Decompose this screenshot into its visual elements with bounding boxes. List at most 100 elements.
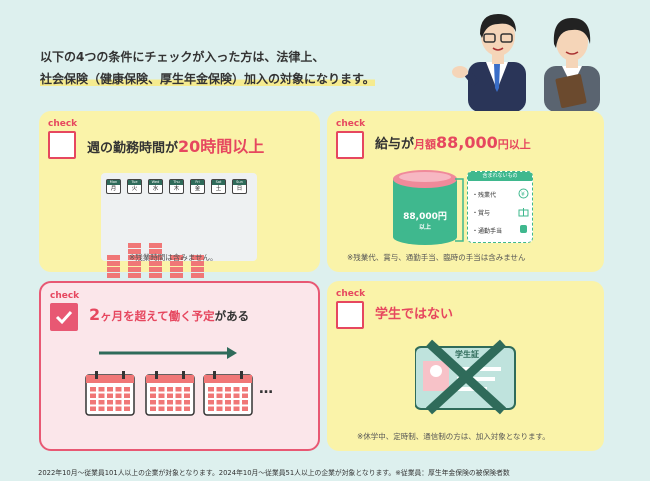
hour-block <box>128 261 141 266</box>
excluded-item: ・賞与 <box>472 210 491 217</box>
weekly-hours-calendar: Mon月4hTue火6hWed水6hThu木4hFri金4hSat土0hSun日… <box>101 173 257 297</box>
duration-title-suffix: がある <box>214 309 250 323</box>
salary-note: ※残業代、賞与、通勤手当、臨時の手当は含みません <box>347 253 526 262</box>
check-icon <box>55 310 73 325</box>
hours-title-prefix: 週の勤務時間が <box>87 141 179 156</box>
hour-block <box>149 267 162 272</box>
day-en: Mon <box>107 180 120 185</box>
salary-badge: 88,000円 以上 <box>389 209 461 231</box>
hour-block <box>191 267 204 272</box>
salary-condition-card: check 給与が月額88,000円以上 88,000円 以上 含まれないもの … <box>327 111 604 272</box>
student-note: ※休学中、定時制、通信制の方は、加入対象となります。 <box>357 432 550 441</box>
duration-title-main: ヶ月を超えて働く予定 <box>100 309 215 323</box>
day-en: Wed <box>149 180 162 185</box>
hour-block <box>170 261 183 266</box>
ellipsis: … <box>259 381 273 397</box>
day-jp: 日 <box>236 186 243 192</box>
intro-line-2: 社会保険（健康保険、厚生年金保険）加入の対象になります。 <box>40 72 375 86</box>
excluded-title: 含まれないもの <box>468 172 532 181</box>
hour-block <box>128 243 141 248</box>
duration-condition-card: check 2ヶ月を超えて働く予定がある … <box>39 281 320 451</box>
hour-block <box>149 243 162 248</box>
hour-block <box>149 261 162 266</box>
day-jp: 金 <box>194 186 201 192</box>
woman-illustration <box>544 18 600 112</box>
svg-text:¥: ¥ <box>521 191 525 198</box>
hours-checkbox[interactable] <box>48 131 76 159</box>
intro-line-1: 以下の4つの条件にチェックが入った方は、法律上、 <box>40 50 325 64</box>
salary-badge-amount: 88,000円 <box>403 212 447 222</box>
hour-block <box>149 249 162 254</box>
excluded-item: ・残業代 <box>472 192 497 199</box>
hour-block <box>191 261 204 266</box>
salary-checkbox[interactable] <box>336 131 364 159</box>
day-jp: 火 <box>131 186 138 192</box>
student-card-label: 学生証 <box>455 350 479 359</box>
hour-block <box>107 267 120 272</box>
gift-icon <box>518 208 529 217</box>
hours-title: 週の勤務時間が20時間以上 <box>87 133 264 157</box>
day-en: Tue <box>128 180 141 185</box>
duration-months: 2 <box>89 305 101 324</box>
check-label: check <box>336 119 366 129</box>
hour-block <box>149 255 162 260</box>
calendar-icon <box>145 371 195 416</box>
salary-badge-label: 以上 <box>418 224 431 231</box>
hour-block <box>191 255 204 260</box>
day-jp: 土 <box>215 186 222 192</box>
day-jp: 月 <box>110 186 117 192</box>
check-label: check <box>336 289 366 299</box>
hour-block <box>128 273 141 278</box>
train-icon <box>520 225 527 233</box>
hour-block <box>128 255 141 260</box>
day-en: Thu <box>170 180 183 185</box>
yen-icon: ¥ <box>518 188 529 199</box>
day-en: Fri <box>191 180 204 185</box>
day-jp: 木 <box>173 186 180 192</box>
hour-block <box>170 267 183 272</box>
student-title-text: 学生ではない <box>375 307 454 322</box>
salary-title: 給与が月額88,000円以上 <box>375 133 531 152</box>
excluded-item: ・通勤手当 <box>472 228 503 235</box>
hour-block <box>149 273 162 278</box>
calendar-icon <box>85 371 135 416</box>
hour-block <box>128 267 141 272</box>
hours-title-emphasis: 20時間以上 <box>178 137 265 156</box>
hour-block <box>128 249 141 254</box>
man-illustration <box>452 14 526 112</box>
excluded-items-box: 含まれないもの ・残業代 ・賞与 ・通勤手当 ¥ <box>467 171 533 243</box>
hour-block <box>170 273 183 278</box>
intro-text: 以下の4つの条件にチェックが入った方は、法律上、 社会保険（健康保険、厚生年金保… <box>40 46 375 90</box>
student-title: 学生ではない <box>375 303 453 322</box>
day-en: Sat <box>212 180 225 185</box>
hour-block <box>191 273 204 278</box>
day-jp: 水 <box>152 186 159 192</box>
salary-title-suffix: 円以上 <box>497 138 531 151</box>
office-workers-illustration <box>452 14 600 112</box>
hour-block <box>107 261 120 266</box>
hours-note: ※残業時間は含みません。 <box>129 253 218 262</box>
student-checkbox[interactable] <box>336 301 364 329</box>
day-en: Sun <box>233 180 246 185</box>
salary-title-prefix: 給与が <box>375 137 415 152</box>
salary-amount: 88,000 <box>436 133 498 152</box>
bracket-connector <box>455 178 464 242</box>
calendar-icon <box>203 371 253 416</box>
arrow-right-icon <box>99 347 237 359</box>
check-label: check <box>50 291 80 301</box>
duration-checkbox[interactable] <box>50 303 78 331</box>
hour-block <box>170 255 183 260</box>
salary-title-monthly: 月額 <box>414 138 437 151</box>
student-condition-card: check 学生ではない 学生証 ※休学中、定時制、通信制の方は、加入対象となり… <box>327 281 604 451</box>
hour-block <box>107 273 120 278</box>
hours-condition-card: check 週の勤務時間が20時間以上 Mon月4hTue火6hWed水6hTh… <box>39 111 320 297</box>
check-label: check <box>48 119 78 129</box>
hour-block <box>107 255 120 260</box>
